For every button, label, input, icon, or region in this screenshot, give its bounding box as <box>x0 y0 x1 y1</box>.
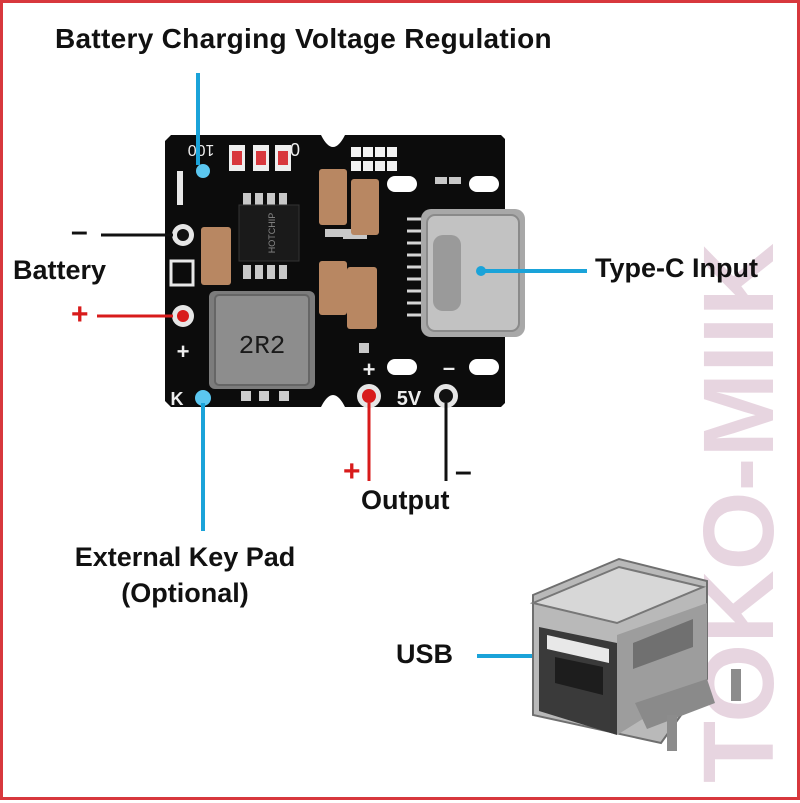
battery-minus-sign: – <box>71 215 88 248</box>
minus-out-marking: – <box>443 355 455 380</box>
external-key-pad-line2: (Optional) <box>121 578 249 608</box>
battery-label: Battery <box>13 255 107 285</box>
ic-marking: HOTCHIP <box>267 213 277 254</box>
key-marking: K <box>171 389 184 409</box>
plus-out-marking: + <box>363 357 376 382</box>
output-plus-sign: + <box>343 455 361 488</box>
external-key-pad-line1: External Key Pad <box>74 542 296 572</box>
plus-batt-marking: + <box>177 339 190 364</box>
pcb-board: HOTCHIP 2R2 <box>165 135 525 410</box>
usb-connector-illustration <box>529 557 741 751</box>
five-v-marking: 5V <box>397 388 422 410</box>
type-c-input-label: Type-C Input <box>595 253 758 283</box>
inductor-marking: 2R2 <box>239 331 286 361</box>
output-label: Output <box>361 485 450 515</box>
leader-lines <box>97 73 587 661</box>
regulation-label: Battery Charging Voltage Regulation <box>55 23 552 54</box>
usb-label: USB <box>396 639 454 669</box>
output-minus-sign: – <box>455 455 472 488</box>
external-key-pad-label: External Key Pad (Optional) <box>51 539 319 611</box>
battery-pads <box>169 171 195 327</box>
battery-plus-sign: + <box>71 298 89 331</box>
type-c-connector <box>407 209 525 337</box>
percent-marking: 100 <box>188 141 215 158</box>
zero-marking: 0 <box>290 140 300 160</box>
illustration: HOTCHIP 2R2 <box>97 73 741 751</box>
